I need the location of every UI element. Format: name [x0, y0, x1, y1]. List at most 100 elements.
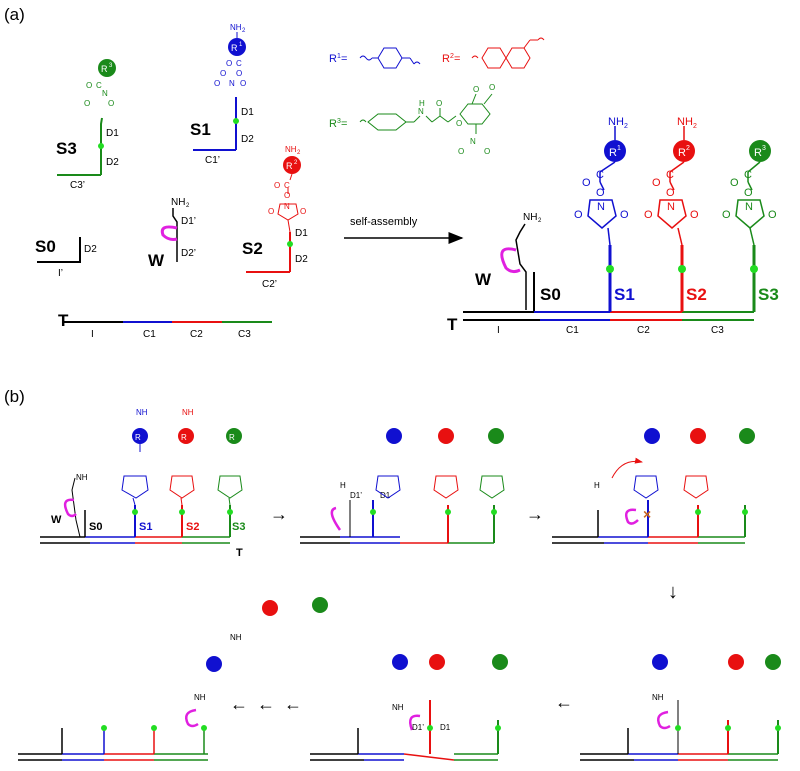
svg-text:NH: NH — [76, 473, 88, 482]
svg-text:S3: S3 — [758, 285, 779, 304]
r-definitions: R 1 = R 2 = R 3 = — [329, 37, 545, 156]
svg-text:O: O — [489, 83, 495, 92]
svg-text:R: R — [286, 161, 293, 171]
svg-text:3: 3 — [762, 145, 766, 152]
svg-text:D1’: D1’ — [350, 491, 362, 500]
b-step2: H D1’ D1 — [300, 428, 505, 544]
d2-label: D2 — [106, 157, 119, 168]
svg-text:2: 2 — [686, 145, 690, 152]
svg-text:S2: S2 — [186, 521, 199, 533]
b-step3: × H — [552, 428, 755, 544]
svg-text:2: 2 — [242, 28, 246, 34]
svg-text:S1: S1 — [139, 521, 152, 533]
svg-text:D2: D2 — [295, 254, 308, 265]
t-label: T — [58, 311, 69, 330]
panel-label-a: (a) — [4, 5, 25, 24]
svg-text:D1: D1 — [241, 107, 254, 118]
svg-text:D1: D1 — [380, 491, 391, 500]
svg-text:O: O — [620, 209, 629, 221]
svg-text:2: 2 — [294, 160, 298, 166]
svg-text:R: R — [754, 147, 762, 159]
svg-text:O: O — [240, 79, 246, 88]
cleave-mark: × — [643, 506, 651, 522]
svg-text:C3: C3 — [238, 329, 251, 340]
svg-text:C: C — [596, 169, 604, 181]
svg-text:O: O — [473, 85, 479, 94]
svg-text:R: R — [442, 53, 450, 65]
svg-text:3: 3 — [337, 118, 341, 125]
svg-text:NH: NH — [194, 693, 206, 702]
svg-text:S2: S2 — [686, 285, 707, 304]
svg-text:O: O — [274, 181, 280, 190]
svg-text:C: C — [666, 169, 674, 181]
svg-text:N: N — [745, 201, 753, 213]
svg-text:=: = — [341, 53, 347, 65]
svg-text:W: W — [475, 270, 492, 289]
svg-text:C1’: C1’ — [205, 155, 220, 166]
b-step1: NH W S0 S1 S2 S3 T R NH R NH — [40, 408, 245, 559]
arrow-left-2: ← — [230, 694, 248, 714]
t-strand: T I C1 C2 C3 — [58, 311, 272, 340]
svg-text:I’: I’ — [58, 268, 63, 279]
svg-text:C1: C1 — [143, 329, 156, 340]
svg-text:R: R — [181, 433, 187, 442]
svg-text:O: O — [456, 119, 462, 128]
svg-text:N: N — [667, 201, 675, 213]
svg-text:O: O — [268, 207, 274, 216]
svg-text:R: R — [609, 147, 617, 159]
svg-text:D1: D1 — [440, 723, 451, 732]
s2-strand: NH 2 R 2 O C O N O O S2 D1 D2 C2’ — [242, 145, 308, 290]
svg-text:C2: C2 — [190, 329, 203, 340]
svg-text:O: O — [596, 187, 605, 199]
w-label: W — [148, 251, 165, 270]
arrow-right-2: → — [526, 504, 544, 524]
svg-text:O: O — [690, 209, 699, 221]
svg-text:2: 2 — [693, 123, 697, 130]
svg-text:H: H — [340, 481, 346, 490]
svg-text:O: O — [300, 207, 306, 216]
svg-text:T: T — [236, 547, 243, 559]
svg-text:R: R — [135, 433, 141, 442]
svg-text:S0: S0 — [89, 521, 102, 533]
s3-strand: R 3 O C N O O S3 D1 D2 C3’ — [56, 59, 119, 191]
assembled-complex: NH 2 W S0 T I C1 C2 C3 S1 S2 S3 — [447, 116, 779, 336]
nh2: NH — [230, 23, 242, 32]
atom: C — [96, 81, 102, 90]
svg-text:D1: D1 — [295, 228, 308, 239]
arrow-down: ↓ — [668, 581, 678, 603]
svg-text:1: 1 — [617, 145, 621, 152]
self-assembly-arrow: self-assembly — [344, 216, 464, 244]
r1-label: R — [231, 43, 238, 53]
svg-text:O: O — [644, 209, 653, 221]
svg-text:=: = — [454, 53, 460, 65]
b-step5: NH D1’ D1 — [310, 654, 508, 761]
svg-text:NH: NH — [523, 212, 537, 223]
svg-text:O: O — [436, 99, 442, 108]
svg-text:NH: NH — [392, 703, 404, 712]
w-strand: NH 2 W D1’ D2’ — [148, 197, 196, 270]
svg-text:D2: D2 — [84, 244, 97, 255]
svg-text:O: O — [730, 177, 739, 189]
svg-text:2: 2 — [624, 123, 628, 130]
svg-text:NH: NH — [608, 116, 624, 128]
svg-text:T: T — [447, 315, 458, 334]
svg-text:NH: NH — [652, 693, 664, 702]
s1-label: S1 — [190, 120, 211, 139]
svg-text:NH: NH — [285, 145, 297, 154]
r3-circle — [98, 59, 116, 77]
svg-text:H: H — [419, 99, 425, 108]
svg-text:NH: NH — [171, 197, 185, 208]
svg-text:R: R — [329, 118, 337, 130]
svg-text:O: O — [722, 209, 731, 221]
svg-text:N: N — [284, 202, 290, 211]
svg-text:S0: S0 — [540, 285, 561, 304]
svg-text:2: 2 — [297, 150, 301, 156]
r3-label: R — [101, 64, 108, 74]
svg-text:=: = — [341, 118, 347, 130]
atom: O — [108, 99, 114, 108]
svg-text:C2’: C2’ — [262, 279, 277, 290]
svg-text:O: O — [582, 177, 591, 189]
svg-text:C3: C3 — [711, 325, 724, 336]
s1-strand: NH 2 R 1 O C O O N O O S1 D1 D2 C1’ — [190, 23, 254, 166]
